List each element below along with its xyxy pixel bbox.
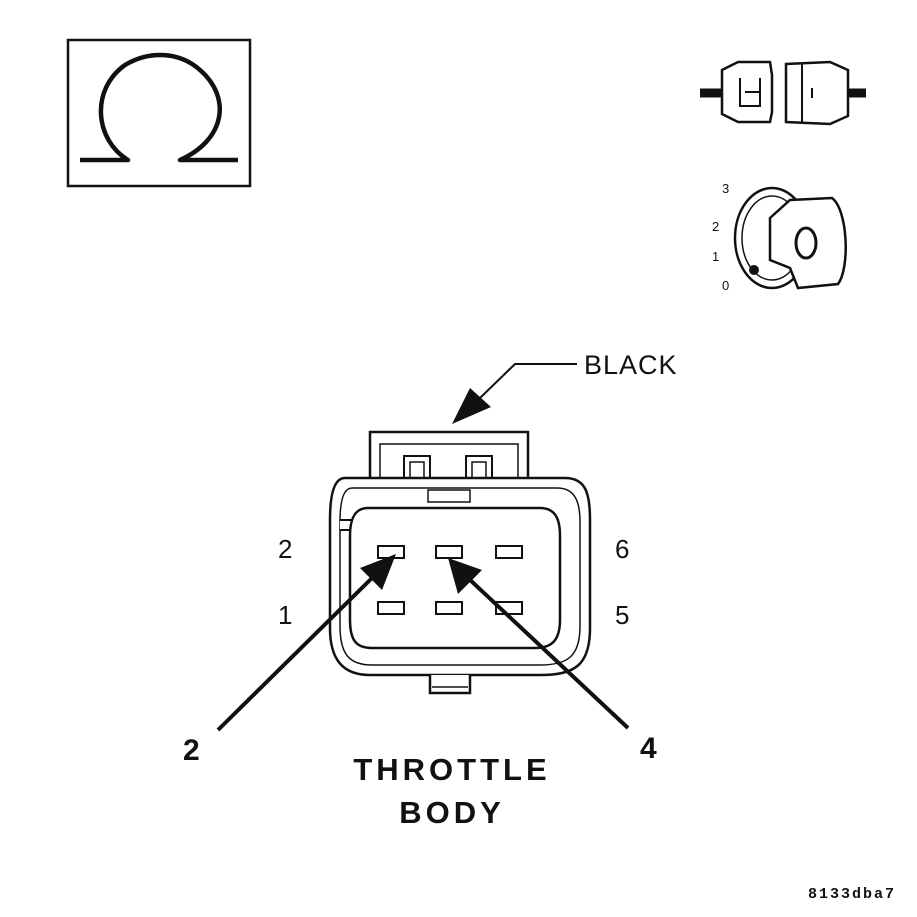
connector-color-label: BLACK xyxy=(452,350,678,424)
cavity-number-bottom-right: 5 xyxy=(615,600,629,630)
callout-label-4: 4 xyxy=(640,732,657,765)
connector-name-line-1: THROTTLE xyxy=(353,752,550,787)
disconnect-connector-icon xyxy=(700,60,866,126)
cavity-number-bottom-left: 1 xyxy=(278,600,292,630)
cavity-number-top-left: 2 xyxy=(278,534,292,564)
cavity-4 xyxy=(435,545,463,559)
color-label-text: BLACK xyxy=(584,350,678,380)
ohmmeter-icon xyxy=(66,38,252,188)
callout-arrow-2 xyxy=(216,554,396,732)
cavity-6 xyxy=(495,545,523,559)
figure-code: 8133dba7 xyxy=(808,886,896,903)
ignition-position-3: 3 xyxy=(722,181,729,196)
ignition-position-2: 2 xyxy=(712,219,719,234)
ignition-position-0: 0 xyxy=(722,278,729,293)
cavity-1 xyxy=(377,601,405,615)
cavity-3 xyxy=(435,601,463,615)
cavity-number-top-right: 6 xyxy=(615,534,629,564)
callout-arrow-4 xyxy=(448,558,630,730)
ignition-key-off-icon: 3 2 1 0 xyxy=(712,181,847,293)
ignition-position-1: 1 xyxy=(712,249,719,264)
connector-name-line-2: BODY xyxy=(399,795,505,830)
callout-label-2: 2 xyxy=(183,734,200,767)
